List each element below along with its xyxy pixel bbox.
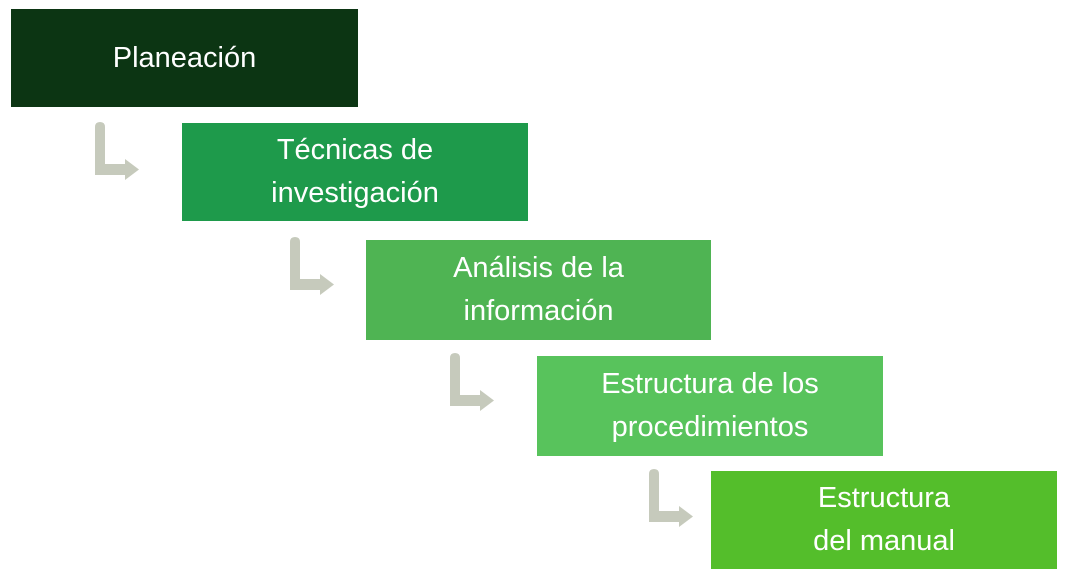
elbow-arrow-icon <box>95 122 139 180</box>
step-label: procedimientos <box>611 411 809 443</box>
elbow-arrow-icon <box>450 353 494 411</box>
step-box-planeacion: Planeación <box>11 9 358 107</box>
step-label: Estructura de los <box>601 368 819 400</box>
step-box-tecnicas-de-investigacion: Técnicas de investigación <box>182 123 528 221</box>
step-label: información <box>463 295 614 327</box>
step-label: Análisis de la <box>453 252 624 284</box>
step-box-analisis-de-la-informacion: Análisis de la información <box>366 240 711 340</box>
elbow-arrow-shape <box>95 122 139 180</box>
step-box-estructura-del-manual: Estructura del manual <box>711 471 1057 569</box>
step-box-estructura-de-los-procedimientos: Estructura de los procedimientos <box>537 356 883 456</box>
step-label: Planeación <box>112 41 257 74</box>
elbow-arrow-icon <box>649 469 693 527</box>
step-label: del manual <box>813 525 955 557</box>
step-label: Estructura <box>817 482 951 514</box>
elbow-arrow-shape <box>290 237 334 295</box>
elbow-arrow-shape <box>450 353 494 411</box>
step-label: investigación <box>271 177 439 209</box>
elbow-arrow-shape <box>649 469 693 527</box>
elbow-arrow-icon <box>290 237 334 295</box>
step-label: Técnicas de <box>276 134 434 166</box>
